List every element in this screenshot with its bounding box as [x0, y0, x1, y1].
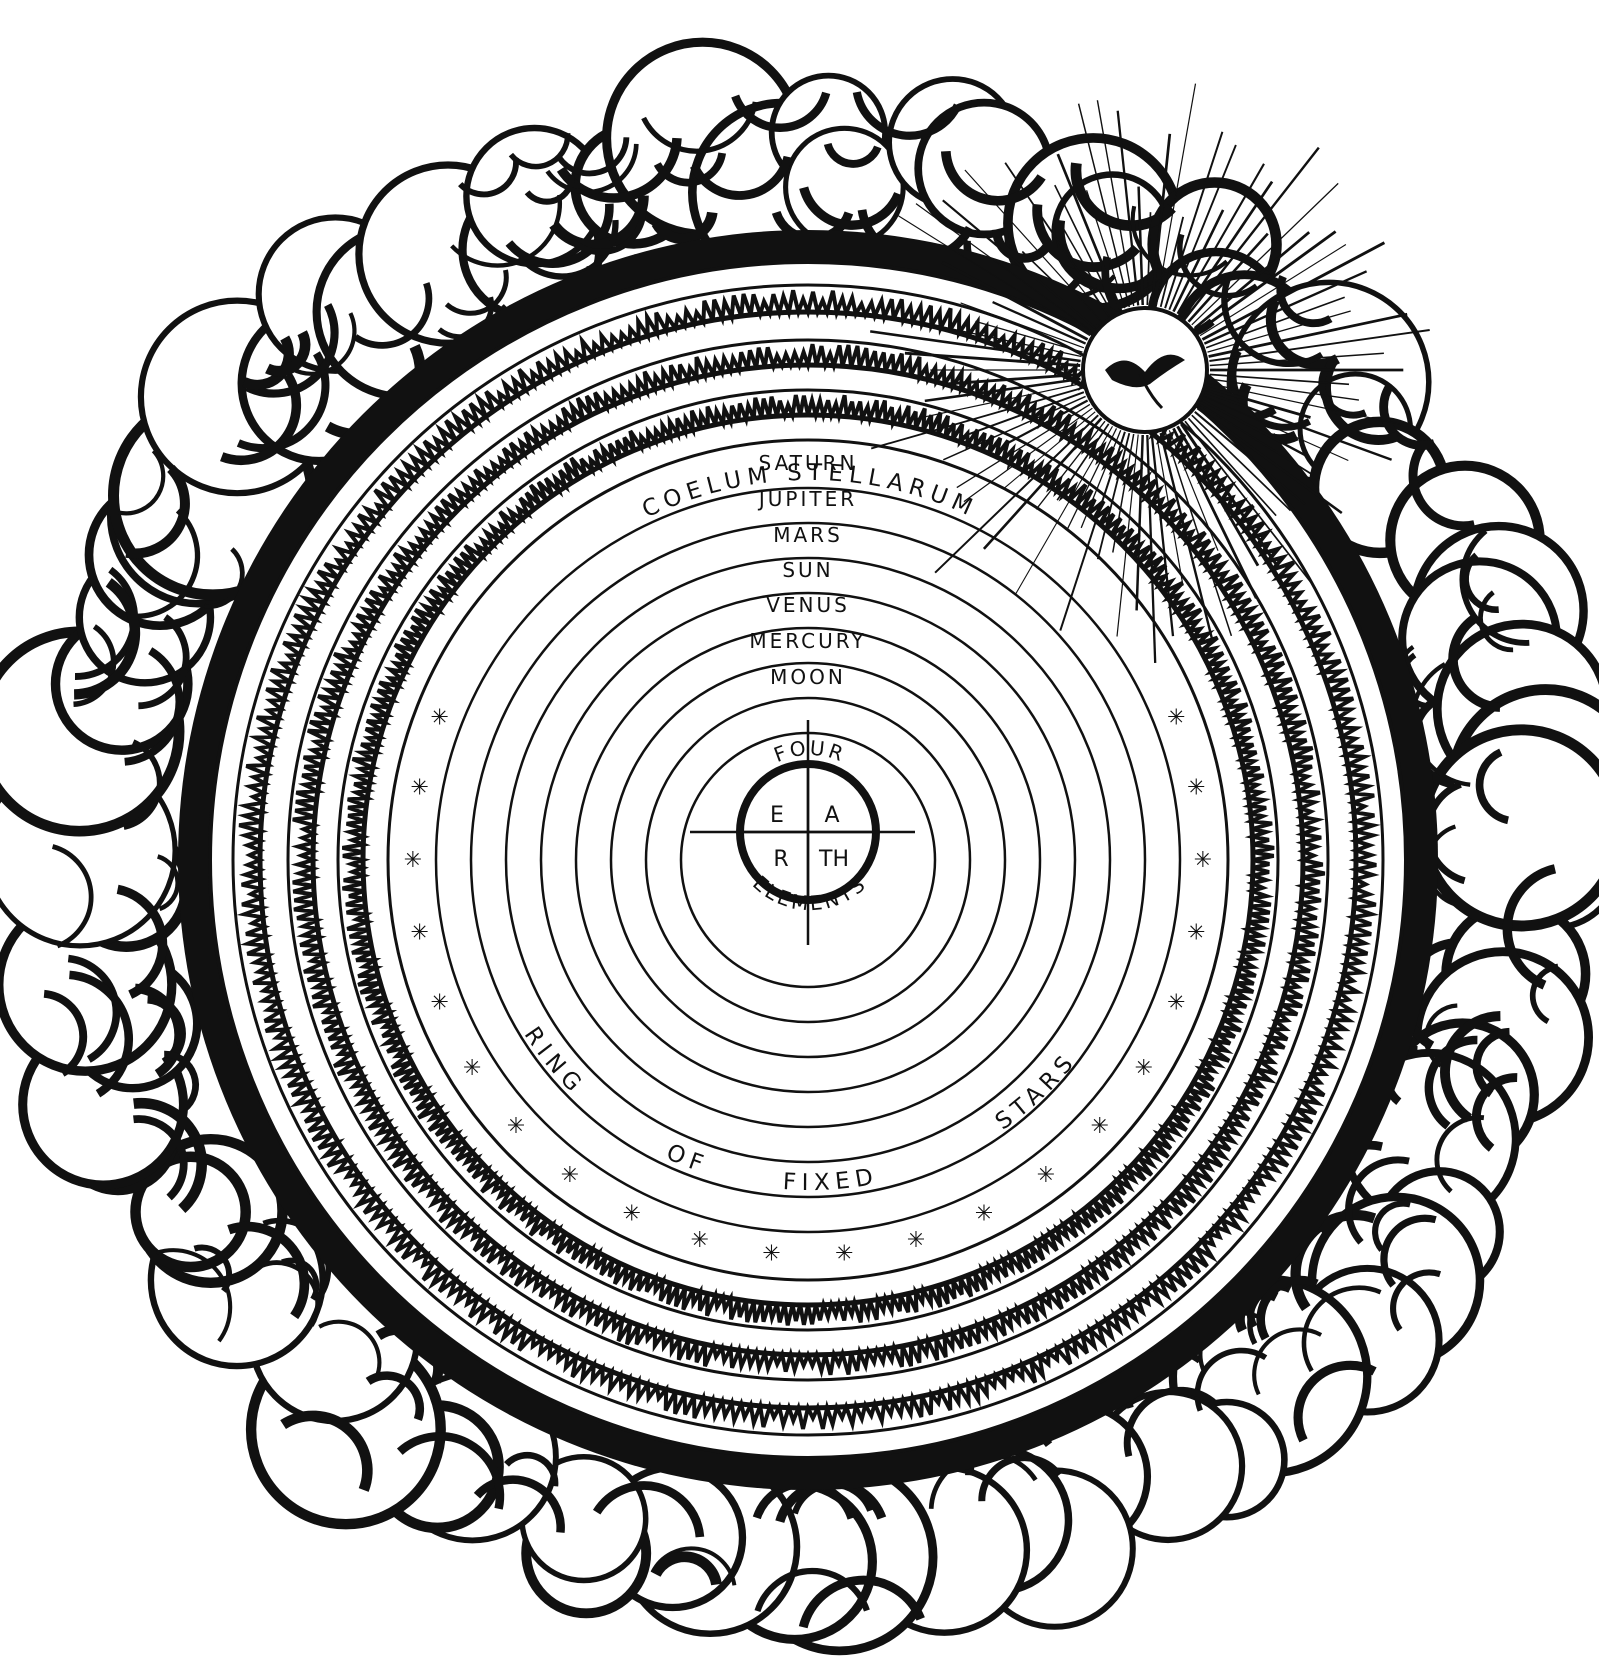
planet-label-mercury: MERCURY: [749, 629, 866, 653]
star-mark: ✳: [762, 1241, 780, 1266]
star-mark: ✳: [1091, 1114, 1109, 1139]
star-mark: ✳: [1037, 1163, 1055, 1188]
planet-label-mars: MARS: [773, 523, 843, 547]
star-mark: ✳: [561, 1163, 579, 1188]
star-mark: ✳: [410, 775, 428, 800]
star-mark: ✳: [1167, 991, 1185, 1016]
earth-letter-e: E: [770, 803, 784, 828]
star-mark: ✳: [907, 1228, 925, 1253]
star-mark: ✳: [1187, 775, 1205, 800]
star-mark: ✳: [1194, 848, 1212, 873]
star-mark: ✳: [975, 1202, 993, 1227]
star-mark: ✳: [835, 1241, 853, 1266]
star-mark: ✳: [430, 991, 448, 1016]
planet-label-saturn: SATURN: [759, 451, 858, 475]
star-mark: ✳: [463, 1056, 481, 1081]
star-mark: ✳: [691, 1228, 709, 1253]
star-mark: ✳: [430, 705, 448, 730]
star-mark: ✳: [1135, 1056, 1153, 1081]
earth-letter-a: A: [824, 803, 839, 828]
planet-label-sun: SUN: [782, 558, 833, 582]
star-mark: ✳: [623, 1202, 641, 1227]
star-mark: ✳: [404, 848, 422, 873]
planet-label-jupiter: JUPITER: [757, 487, 857, 511]
planet-label-moon: MOON: [770, 665, 846, 689]
earth-letters-th: TH: [818, 847, 849, 872]
dove-medallion-icon: [1083, 308, 1207, 432]
star-mark: ✳: [507, 1114, 525, 1139]
planet-label-venus: VENUS: [766, 593, 850, 617]
earth-letter-r: R: [773, 847, 788, 872]
star-mark: ✳: [1187, 921, 1205, 946]
star-mark: ✳: [1167, 705, 1185, 730]
star-mark: ✳: [410, 921, 428, 946]
